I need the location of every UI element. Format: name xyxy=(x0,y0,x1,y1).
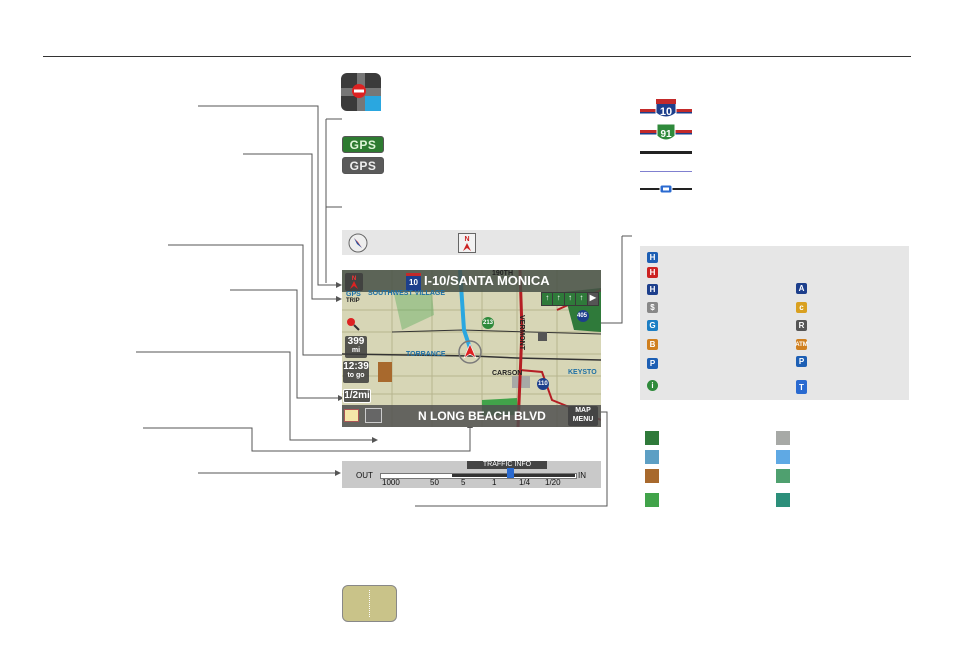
shield-110: 110 xyxy=(538,381,548,387)
honda-dealer-icon: H xyxy=(647,252,658,263)
map-scale-indicator[interactable]: 1/2mi xyxy=(343,389,371,403)
time-unit: to go xyxy=(347,372,365,379)
swatch-golf xyxy=(645,493,659,507)
city-carson: CARSON xyxy=(492,370,523,377)
scale-tick: 1/20 xyxy=(545,478,561,487)
swatch-other-land xyxy=(776,493,790,507)
north-arrow-icon: N xyxy=(458,233,476,253)
distance-unit: mi xyxy=(351,347,361,354)
scale-tick: 50 xyxy=(430,478,439,487)
swatch-industrial xyxy=(776,431,790,445)
zoom-scale-bar[interactable]: TRAFFIC INFO OUT IN 1000 50 5 1 1/4 1/20 xyxy=(342,461,601,488)
gps-mini-indicator: GPS xyxy=(346,291,361,298)
major-road-line xyxy=(640,151,692,154)
scale-tick: 1000 xyxy=(382,478,400,487)
svg-text:N: N xyxy=(464,236,469,243)
parking-garage-icon: P xyxy=(796,356,807,367)
map-screen[interactable]: 10 I-10/SANTA MONICA 190TH N GPS SOUTHWE… xyxy=(342,270,601,427)
trip-indicator[interactable]: TRIP xyxy=(346,298,360,304)
scale-tick: 1/4 xyxy=(519,478,531,487)
shield-405: 405 xyxy=(577,313,588,319)
train-station-icon: T xyxy=(796,380,807,394)
traffic-info-tab[interactable]: TRAFFIC INFO xyxy=(467,461,547,469)
current-street-name: N LONG BEACH BLVD xyxy=(418,409,546,423)
swatch-forest xyxy=(776,469,790,483)
no-entry-intersection-icon xyxy=(341,73,381,111)
hotel-bed-icon: B xyxy=(647,339,658,350)
hospital-icon: H xyxy=(647,284,658,295)
poi-legend-panel xyxy=(640,246,909,400)
info-icon: i xyxy=(647,380,658,391)
svg-text:N: N xyxy=(352,276,356,282)
time-value: 12:39 xyxy=(343,361,369,372)
swatch-indian-reservation xyxy=(645,469,659,483)
time-to-destination: 12:39 to go xyxy=(343,361,369,383)
north-up-button[interactable]: N xyxy=(345,273,363,291)
svg-text:10: 10 xyxy=(660,106,672,118)
shield-213: 213 xyxy=(483,320,494,326)
map-bottom-bar xyxy=(342,405,601,427)
distance-value: 399 xyxy=(347,336,365,347)
restaurant-map-icon xyxy=(538,332,547,341)
gps-signal-icon: GPS xyxy=(342,136,384,153)
compass-heading-icon xyxy=(348,233,368,253)
current-route-title: I-10/SANTA MONICA xyxy=(424,273,550,288)
zoom-in-label[interactable]: IN xyxy=(578,471,586,480)
scale-tick: 1 xyxy=(492,478,497,487)
minor-road-line xyxy=(640,171,692,172)
interstate-shield-icon: 10 xyxy=(640,97,692,123)
atm-bank-icon: $ xyxy=(647,302,658,313)
scale-tick: 5 xyxy=(461,478,466,487)
swatch-water xyxy=(645,450,659,464)
restaurant-icon: R xyxy=(796,320,807,331)
acura-dealer-icon: A xyxy=(796,283,807,294)
distance-to-destination: 399 mi xyxy=(345,336,367,358)
city-keystone: KEYSTO xyxy=(568,369,597,376)
map-menu-button[interactable]: MAP MENU xyxy=(568,406,598,426)
swatch-park xyxy=(645,431,659,445)
area-label: SOUTHWEST VILLAGE xyxy=(368,290,445,297)
route-shield: 10 xyxy=(406,273,421,291)
destination-icon xyxy=(346,317,360,331)
scale-thumb[interactable] xyxy=(507,468,514,478)
atm-icon: ATM xyxy=(795,339,808,350)
zoom-out-label[interactable]: OUT xyxy=(356,471,373,480)
parking-icon: P xyxy=(647,358,658,369)
traffic-toggle-icon[interactable] xyxy=(365,408,382,423)
gas-station-icon: G xyxy=(647,320,658,331)
swatch-lake xyxy=(776,450,790,464)
coffee-icon: c xyxy=(796,302,807,313)
gps-no-signal-icon: GPS xyxy=(342,157,384,174)
unverified-area-icon xyxy=(342,585,397,622)
city-torrance: TORRANCE xyxy=(406,351,446,358)
street-vermont: VERMONT xyxy=(518,315,525,350)
message-icon[interactable] xyxy=(344,409,359,422)
svg-text:91: 91 xyxy=(660,129,672,140)
map-label-190th: 190TH xyxy=(492,270,514,277)
ferry-route-icon xyxy=(640,184,692,194)
header-rule xyxy=(43,56,911,57)
honda-dealer-alt-icon: H xyxy=(647,267,658,278)
state-route-shield-icon: 91 xyxy=(640,122,692,144)
guidance-arrows: ↑ ↑ ↑ ↑ ▶ xyxy=(541,292,599,306)
